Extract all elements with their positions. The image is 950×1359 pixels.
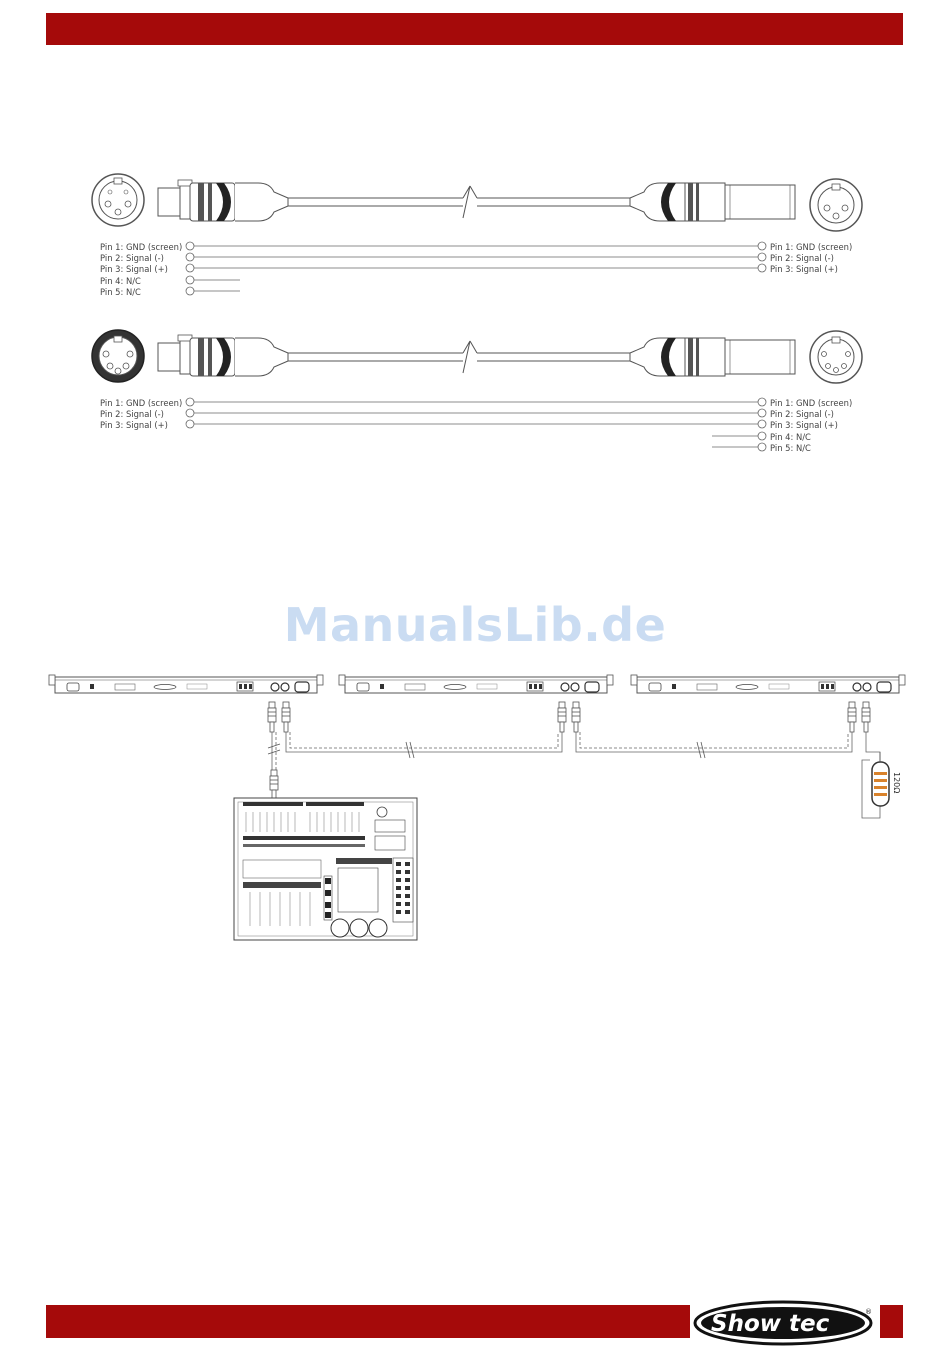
xlr-plug-icon (862, 702, 870, 732)
dmx-controller-console-icon (234, 798, 417, 940)
led-bar-fixture-1 (49, 675, 323, 693)
registered-mark: ® (865, 1308, 872, 1316)
xlr-plug-icon (558, 702, 566, 732)
pin-label: Pin 2: Signal (-) (100, 409, 164, 419)
terminator-label: 120Ω (892, 772, 901, 793)
xlr5-female-plug-icon (158, 335, 288, 376)
pin-label: Pin 3: Signal (+) (770, 420, 838, 430)
footer-band-end (880, 1305, 903, 1338)
xlr-plug-icon (270, 770, 278, 800)
footer-band (46, 1305, 690, 1338)
pin-label: Pin 2: Signal (-) (770, 253, 834, 263)
pin-label: Pin 3: Signal (+) (100, 264, 168, 274)
led-bar-fixture-2 (339, 675, 613, 693)
pin-label: Pin 4: N/C (770, 432, 811, 442)
terminator-resistor-icon (872, 752, 889, 806)
pin-label: Pin 5: N/C (100, 287, 141, 297)
pin-label: Pin 3: Signal (+) (100, 420, 168, 430)
showtec-logo: Show tec ® (693, 1300, 877, 1346)
xlr-plug-icon (268, 702, 276, 732)
pin-label: Pin 5: N/C (770, 443, 811, 453)
xlr-cable-5pin: Pin 1: GND (screen) Pin 2: Signal (-) Pi… (92, 330, 862, 453)
pin-label: Pin 1: GND (screen) (770, 398, 852, 408)
pin-label: Pin 4: N/C (100, 276, 141, 286)
pin-label: Pin 1: GND (screen) (100, 242, 182, 252)
xlr-plug-icon (282, 702, 290, 732)
pin-label: Pin 2: Signal (-) (100, 253, 164, 263)
pin-label: Pin 2: Signal (-) (770, 409, 834, 419)
dmx-chain-diagram: 120Ω (49, 675, 905, 940)
pin-label: Pin 3: Signal (+) (770, 264, 838, 274)
led-bar-fixture-3 (631, 675, 905, 693)
xlr-plug-icon (848, 702, 856, 732)
xlr-plug-icon (572, 702, 580, 732)
xlr-male-plug-icon (630, 183, 795, 221)
logo-text: Show tec (711, 1311, 830, 1337)
pin-label: Pin 1: GND (screen) (770, 242, 852, 252)
xlr-female-plug-icon (158, 180, 288, 221)
pin-label: Pin 1: GND (screen) (100, 398, 182, 408)
xlr5-male-plug-icon (630, 338, 795, 376)
xlr-cable-3pin: Pin 1: GND (screen) Pin 2: Signal (-) Pi… (92, 174, 862, 297)
